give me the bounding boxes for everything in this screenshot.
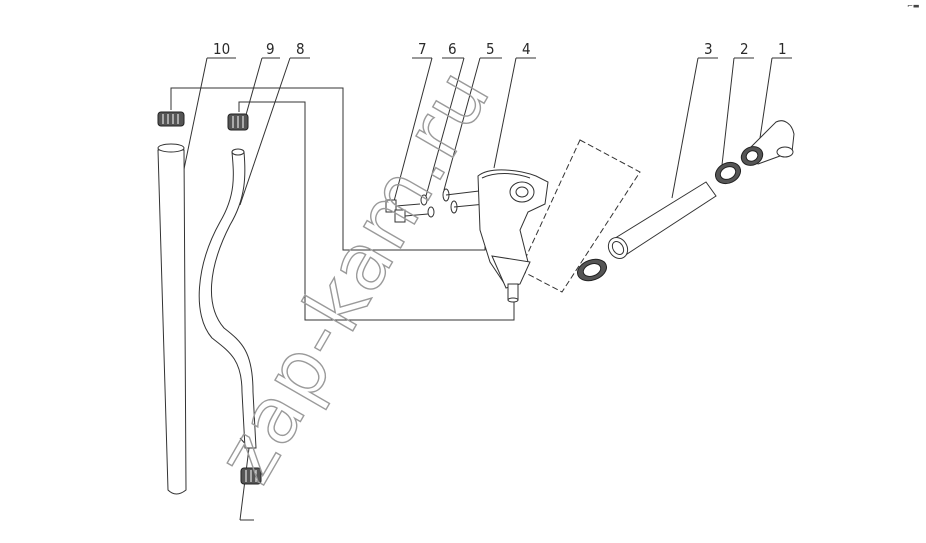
callout-label-4: 4 xyxy=(522,40,531,58)
part-1-elbow-hose xyxy=(740,120,795,166)
part-4-housing xyxy=(477,169,549,303)
callout-3: 3 xyxy=(671,40,718,199)
callout-label-8: 8 xyxy=(296,40,305,58)
callout-10: 10 xyxy=(177,40,236,199)
part-3-hose xyxy=(607,181,717,259)
part-8-curved-pipe xyxy=(198,148,257,449)
callout-label-6: 6 xyxy=(448,40,457,58)
hose-dashed-outline xyxy=(519,139,641,293)
callout-label-7: 7 xyxy=(418,40,427,58)
callout-label-2: 2 xyxy=(740,40,749,58)
lower-hose-clamp xyxy=(240,467,262,485)
callout-label-3: 3 xyxy=(704,40,713,58)
part-10-hose-clamp xyxy=(157,111,185,127)
part-2-hose-clamp xyxy=(714,161,742,185)
callout-label-5: 5 xyxy=(486,40,495,58)
callout-label-10: 10 xyxy=(213,40,230,58)
part-9-hose-clamp xyxy=(227,113,249,131)
callout-label-1: 1 xyxy=(778,40,787,58)
callout-4: 4 xyxy=(493,40,536,169)
lower-part-2-hose-clamp xyxy=(576,258,608,282)
callout-2: 2 xyxy=(721,40,754,166)
callout-label-9: 9 xyxy=(266,40,275,58)
part-10-straight-pipe xyxy=(157,143,187,495)
callout-9: 9 xyxy=(243,40,280,123)
callout-7: 7 xyxy=(392,40,433,206)
callout-1: 1 xyxy=(759,40,792,139)
corner-mark: ⌐▬ xyxy=(907,2,919,10)
callout-5: 5 xyxy=(443,40,502,191)
part-6-washers xyxy=(420,194,435,218)
callout-6: 6 xyxy=(425,40,465,197)
callout-8: 8 xyxy=(239,40,310,206)
part-7-bolts xyxy=(385,199,429,223)
